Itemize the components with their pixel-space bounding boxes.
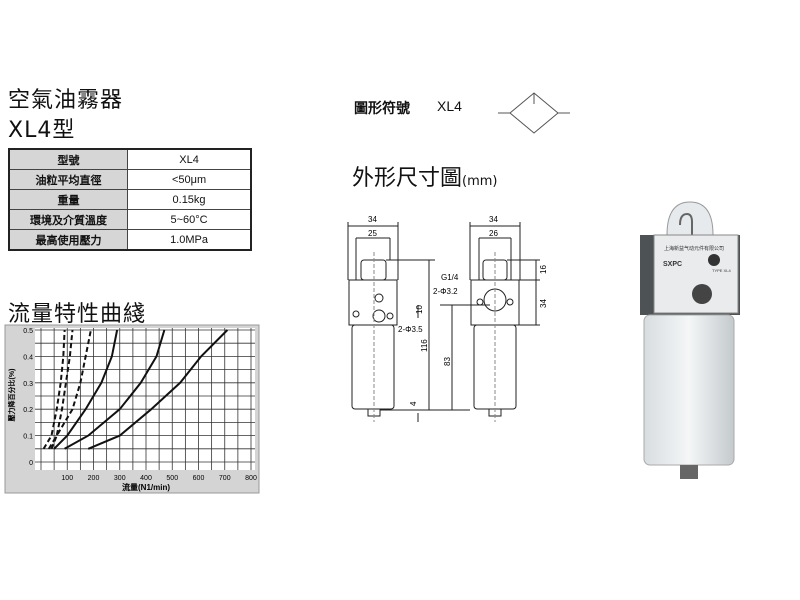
spec-value: XL4 bbox=[127, 148, 252, 170]
x-tick-label: 600 bbox=[193, 475, 205, 482]
spec-label: 最高使用壓力 bbox=[8, 229, 129, 251]
photo-type: TYPE XL4 bbox=[712, 268, 731, 273]
dim-left-offset: 10 bbox=[415, 305, 424, 314]
spec-label: 型號 bbox=[8, 148, 129, 170]
photo-brand: SXPC bbox=[663, 261, 682, 268]
symbol-label: 圖形符號 bbox=[354, 100, 410, 116]
chart-title: 流量特性曲綫 bbox=[8, 302, 147, 327]
x-tick-label: 800 bbox=[245, 475, 257, 482]
dim-left-inner: 25 bbox=[368, 229, 377, 238]
dim-right-inner: 26 bbox=[489, 229, 498, 238]
dim-left-holes: 2-Φ3.5 bbox=[398, 325, 423, 334]
symbol-model: XL4 bbox=[437, 98, 462, 114]
dim-right-block: 34 bbox=[539, 299, 548, 308]
x-tick-label: 500 bbox=[166, 475, 178, 482]
x-axis-label: 流量(N1/min) bbox=[122, 482, 170, 492]
y-tick-label: 0 bbox=[29, 460, 33, 467]
dim-left-outer: 34 bbox=[368, 215, 377, 224]
series-line-solid-2 bbox=[64, 329, 166, 450]
dim-right-port-height: 83 bbox=[443, 357, 452, 366]
spec-label: 油粒平均直徑 bbox=[8, 169, 129, 190]
x-tick-label: 400 bbox=[140, 475, 152, 482]
filter-symbol-icon bbox=[498, 92, 570, 134]
y-tick-label: 0.5 bbox=[23, 328, 33, 335]
dim-right-holes: 2-Φ3.2 bbox=[433, 287, 458, 296]
spec-value: 0.15kg bbox=[127, 189, 252, 210]
dim-left-height: 116 bbox=[420, 339, 429, 352]
dim-left-bottom: 4 bbox=[409, 401, 418, 406]
x-tick-label: 200 bbox=[88, 475, 100, 482]
x-tick-label: 100 bbox=[61, 475, 73, 482]
y-tick-label: 0.4 bbox=[23, 354, 33, 361]
series-line-dashed-1 bbox=[42, 329, 66, 450]
product-title: 空氣油霧器 bbox=[8, 88, 124, 113]
spec-value: <50μm bbox=[127, 169, 252, 190]
dimension-drawing: 34 25 10 2-Φ3.5 116 4 34 26 G1/4 2-Φ3.2 … bbox=[347, 215, 548, 422]
spec-value: 1.0MPa bbox=[127, 229, 252, 251]
table-row: 油粒平均直徑<50μm bbox=[8, 169, 252, 190]
plot-area bbox=[35, 328, 255, 470]
y-tick-label: 0.2 bbox=[23, 407, 33, 414]
series-line-dashed-3 bbox=[50, 329, 92, 450]
photo-maker: 上海新益气动元件有限公司 bbox=[664, 245, 724, 252]
series-line-solid-1 bbox=[53, 329, 119, 450]
dimension-unit: (mm) bbox=[462, 174, 498, 189]
y-tick-label: 0.3 bbox=[23, 381, 33, 388]
x-tick-label: 700 bbox=[219, 475, 231, 482]
spec-value: 5~60°C bbox=[127, 209, 252, 230]
dim-right-outer: 34 bbox=[489, 215, 498, 224]
dim-right-top: 16 bbox=[539, 265, 548, 274]
y-tick-label: 0.1 bbox=[23, 434, 33, 441]
flow-chart: 0 0.1 0.2 0.3 0.4 0.5 100 200 300 400 500 600 700 800… bbox=[4, 324, 260, 494]
dim-right-thread: G1/4 bbox=[441, 273, 459, 282]
product-model: XL4型 bbox=[8, 118, 76, 143]
product-photo: 上海新益气动元件有限公司 SXPC TYPE XL4 bbox=[640, 201, 740, 479]
spec-label: 重量 bbox=[8, 189, 129, 210]
dimension-title: 外形尺寸圖(mm) bbox=[352, 160, 498, 192]
series-line-solid-3 bbox=[87, 329, 229, 450]
y-axis-label: 壓力降百分比(%) bbox=[7, 369, 16, 423]
spec-label: 環境及介質溫度 bbox=[8, 209, 129, 230]
dimension-title-text: 外形尺寸圖 bbox=[352, 166, 463, 191]
x-tick-label: 300 bbox=[114, 475, 126, 482]
